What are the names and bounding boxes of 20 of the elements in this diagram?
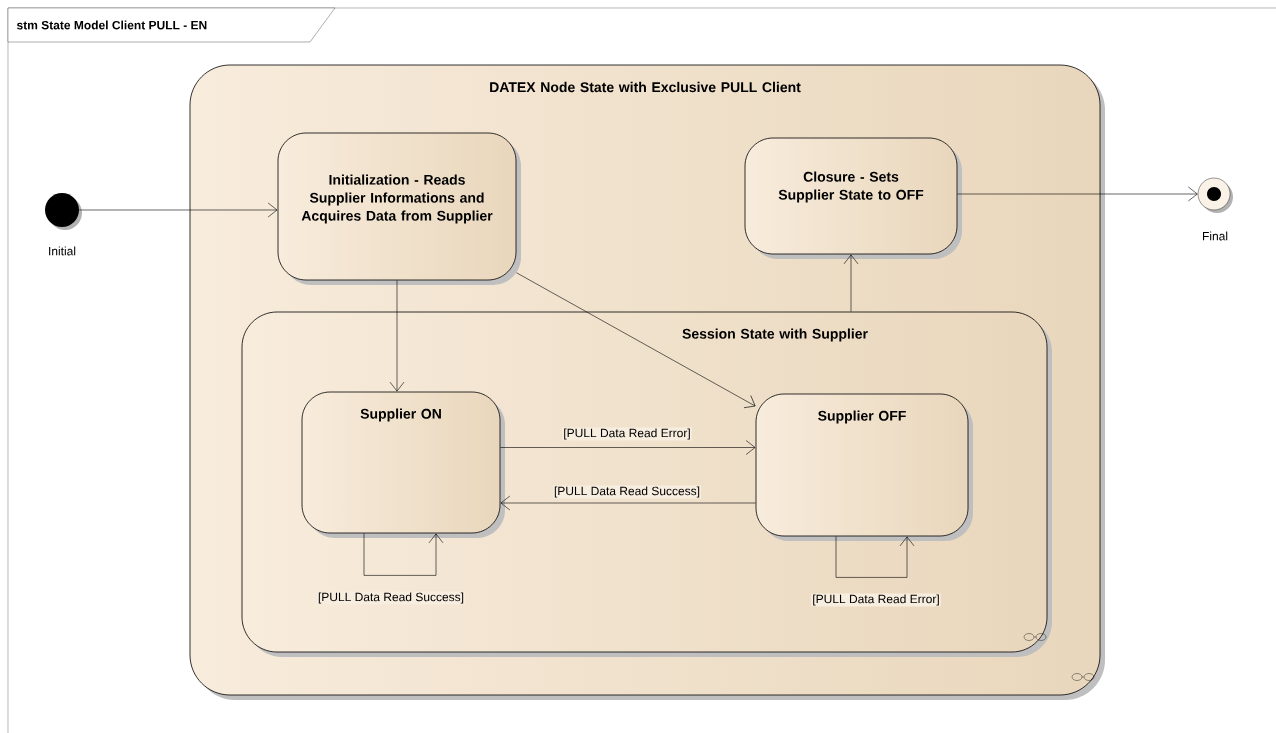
edge-label: [PULL Data Read Success]	[552, 485, 702, 499]
state-box: Closure - Sets Supplier State to OFF	[744, 137, 962, 259]
edge-label: [PULL Data Read Success]	[316, 591, 466, 605]
state-box: Supplier OFF	[755, 393, 973, 541]
transition-arrow	[363, 533, 444, 576]
transition-arrow	[500, 495, 756, 511]
transition-arrow	[957, 186, 1198, 202]
state-box: Initialization - Reads Supplier Informations and Acquires Data from Supplier	[277, 132, 521, 285]
transition-arrow	[500, 440, 756, 455]
frame-tab: stm State Model Client PULL - EN	[7, 7, 336, 43]
state-label: Final	[1203, 231, 1228, 241]
edge-label: [PULL Data Read Error]	[562, 427, 692, 441]
transition-arrow	[78, 202, 278, 218]
state-label: Initial	[49, 246, 76, 256]
edge-label: [PULL Data Read Error]	[811, 593, 941, 607]
transition-arrow	[389, 280, 405, 392]
state-box: Supplier ON	[301, 391, 505, 538]
transition-arrow	[835, 536, 915, 578]
transition-arrow	[516, 272, 756, 409]
transition-arrow	[843, 254, 859, 312]
